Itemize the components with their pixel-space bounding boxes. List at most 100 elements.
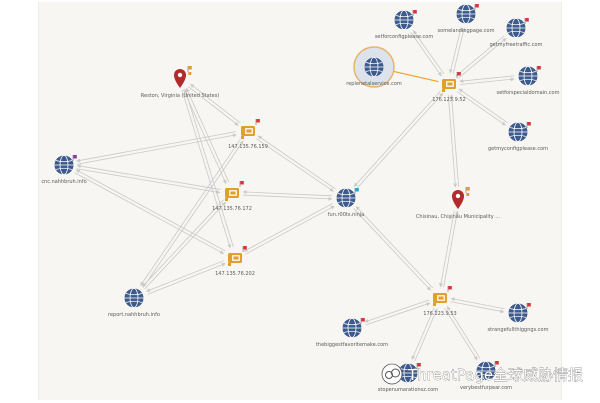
edge-ip53-biggest[interactable] — [364, 299, 430, 323]
node-ip159[interactable]: 147.135.76.159 — [228, 119, 268, 150]
node-label: 147.135.76.172 — [212, 206, 252, 212]
node-report[interactable]: report.nahhbruh.info — [108, 288, 160, 319]
node-verybest[interactable]: verybestfurpear.com — [460, 361, 512, 391]
edge-ip53-stopenum[interactable] — [411, 307, 435, 360]
edge-ip52-setforconfig[interactable] — [413, 30, 445, 75]
graph-canvas[interactable] — [38, 2, 562, 400]
globe-icon — [508, 122, 528, 142]
edge-cnc-ip202[interactable] — [74, 172, 225, 255]
edge-ip172-funr00t[interactable] — [242, 194, 333, 201]
edge-ip52-setforspecial[interactable] — [460, 77, 515, 85]
edge-funr00t-ip202[interactable] — [243, 202, 334, 252]
node-label: report.nahhbruh.info — [108, 312, 160, 318]
edge-cnc-ip172[interactable] — [76, 168, 221, 194]
edge-verybest-ip53[interactable] — [446, 306, 481, 359]
node-strangeful[interactable]: strangefullthiggngs.com — [488, 303, 549, 333]
edge-funr00t-ip172[interactable] — [242, 190, 333, 197]
node-replenital[interactable]: replenetalservice.com — [346, 46, 402, 88]
ip-address-icon — [241, 126, 255, 139]
node-label: verybestfurpear.com — [460, 385, 512, 391]
edge-getmyconfig-ip52[interactable] — [458, 88, 508, 124]
node-biggest[interactable]: thebiggestfavoritemake.com — [316, 318, 388, 348]
edge-reston-ip202[interactable] — [181, 89, 232, 249]
edge-ip159-cnc[interactable] — [76, 131, 236, 163]
node-setforspecial[interactable]: setforspecialdomain.com — [497, 66, 560, 96]
node-ip172[interactable]: 147.135.76.172 — [212, 181, 252, 212]
flag-icon — [416, 363, 421, 369]
node-cnc[interactable]: cnc.nahhbruh.info — [41, 155, 87, 185]
edge-chisinau-ip53[interactable] — [439, 210, 455, 288]
edge-ip52-getmyconfig[interactable] — [456, 91, 506, 126]
edge-ip202-cnc[interactable] — [75, 169, 226, 252]
flag-icon — [239, 181, 244, 187]
node-ip53[interactable]: 176.123.9.53 — [423, 286, 457, 317]
edge-ip52-getmyfree[interactable] — [458, 37, 507, 79]
node-label: setforspecialdomain.com — [497, 90, 560, 96]
node-label: cnc.nahhbruh.info — [41, 179, 86, 185]
edge-ip52-replenital[interactable] — [387, 68, 439, 83]
node-label: 176.123.9.53 — [423, 311, 456, 317]
edge-layer — [74, 27, 515, 361]
edge-cnc-ip159[interactable] — [77, 133, 237, 165]
flag-icon — [536, 66, 541, 72]
node-getmyconfig[interactable]: getmyconfigplease.com — [488, 122, 548, 152]
edge-funr00t-ip53[interactable] — [353, 208, 431, 291]
edge-report-ip159[interactable] — [142, 140, 244, 288]
node-reston[interactable]: Reston, Virginia (United States) — [141, 66, 220, 99]
edge-getmyfree-ip52[interactable] — [456, 35, 505, 77]
edge-setforconfig-ip52[interactable] — [410, 32, 442, 77]
edge-ip172-reston[interactable] — [186, 87, 230, 183]
edge-chisinau-ip52[interactable] — [449, 94, 460, 187]
node-label: getmyfreetraffic.com — [490, 42, 543, 48]
edge-ip159-funr00t[interactable] — [255, 138, 334, 192]
edge-funr00t-ip52[interactable] — [356, 92, 444, 189]
node-getmyfree[interactable]: getmyfreetraffic.com — [490, 18, 543, 48]
edge-report-ip202[interactable] — [147, 263, 226, 295]
edge-stopenum-ip53[interactable] — [414, 308, 438, 361]
node-funr00t[interactable]: fun.r00ts.ninja — [328, 188, 364, 218]
edge-ip53-funr00t[interactable] — [355, 206, 434, 289]
edge-ip53-chisinau[interactable] — [443, 210, 459, 288]
flag-icon — [456, 72, 461, 78]
edge-report-ip172[interactable] — [144, 201, 226, 290]
edge-ip53-verybest[interactable] — [444, 307, 478, 361]
edge-ip172-report[interactable] — [142, 199, 224, 287]
edge-reston-ip159[interactable] — [188, 86, 239, 126]
ip-address-icon — [228, 253, 242, 266]
node-chisinau[interactable]: Chisinau, Chişinău Municipality ... — [416, 187, 501, 220]
node-label: getmyconfigplease.com — [488, 146, 548, 152]
node-label: somelandingpage.com — [438, 28, 495, 34]
node-ip202[interactable]: 147.135.76.202 — [215, 246, 255, 277]
edge-ip202-reston[interactable] — [184, 88, 234, 248]
edge-somelanding-ip52[interactable] — [448, 27, 462, 74]
globe-icon — [394, 10, 414, 30]
edge-strangeful-ip53[interactable] — [450, 297, 505, 310]
edge-ip159-report[interactable] — [140, 138, 241, 286]
ip-address-icon — [442, 79, 456, 92]
edge-setforspecial-ip52[interactable] — [459, 75, 514, 83]
flag-icon — [474, 4, 479, 10]
node-label: 147.135.76.159 — [228, 144, 268, 150]
node-label: replenetalservice.com — [346, 81, 402, 87]
edge-biggest-ip53[interactable] — [365, 302, 431, 326]
edge-funr00t-ip159[interactable] — [257, 135, 336, 190]
edge-ip202-funr00t[interactable] — [245, 205, 335, 255]
edge-ip172-cnc[interactable] — [76, 164, 221, 190]
flag-icon — [494, 361, 499, 367]
flag-icon — [526, 122, 531, 128]
edge-reston-ip172[interactable] — [183, 89, 227, 185]
node-ip52[interactable]: 176.123.9.52 — [432, 72, 466, 103]
flag-icon — [524, 18, 529, 24]
watermark-logo-icon — [381, 363, 403, 385]
edge-ip52-somelanding[interactable] — [452, 27, 466, 74]
edge-ip53-strangeful[interactable] — [450, 301, 505, 314]
location-pin-icon — [452, 190, 464, 209]
edge-ip52-funr00t[interactable] — [353, 90, 441, 187]
node-setforconfig[interactable]: setforconfigplease.com — [375, 10, 433, 40]
edge-ip159-reston[interactable] — [190, 83, 241, 124]
ip-address-icon — [433, 293, 447, 306]
edge-ip52-chisinau[interactable] — [447, 95, 458, 188]
edge-ip202-report[interactable] — [146, 260, 225, 292]
node-somelanding[interactable]: somelandingpage.com — [438, 4, 495, 34]
